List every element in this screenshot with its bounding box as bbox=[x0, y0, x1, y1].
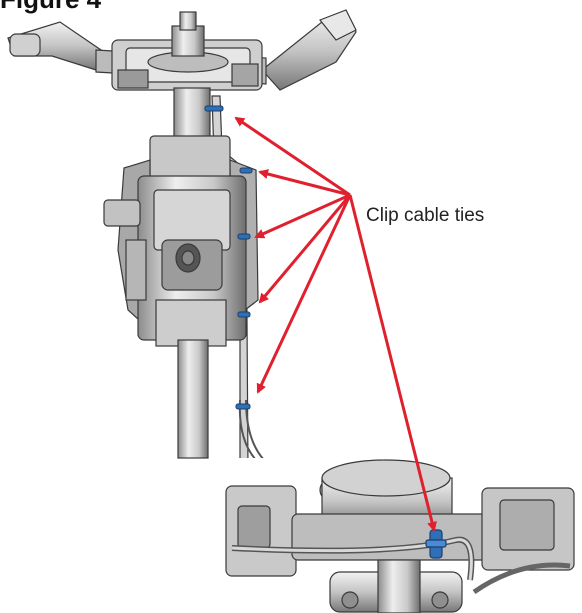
switch-housing bbox=[111, 11, 263, 91]
callout-arrow bbox=[348, 194, 437, 532]
cable-tie bbox=[204, 105, 224, 112]
callout-arrow bbox=[258, 169, 351, 197]
callout-arrow bbox=[254, 193, 351, 239]
cable-tie bbox=[237, 233, 251, 240]
upper-assembly bbox=[7, 9, 357, 471]
cable-tie bbox=[239, 167, 253, 174]
callout-label: Clip cable ties bbox=[366, 205, 485, 226]
callout-arrow bbox=[256, 194, 352, 394]
cable-tie bbox=[237, 311, 251, 318]
callout-arrow bbox=[234, 116, 351, 197]
callout-arrows bbox=[234, 116, 437, 532]
left-lever-stalk bbox=[7, 21, 131, 75]
column-body bbox=[103, 135, 265, 461]
cable-tie bbox=[235, 403, 251, 410]
callout-arrow bbox=[258, 194, 352, 304]
figure-title: Figure 4 bbox=[0, 0, 101, 15]
detail-inset bbox=[218, 458, 582, 613]
cable-ties-upper bbox=[204, 105, 253, 410]
